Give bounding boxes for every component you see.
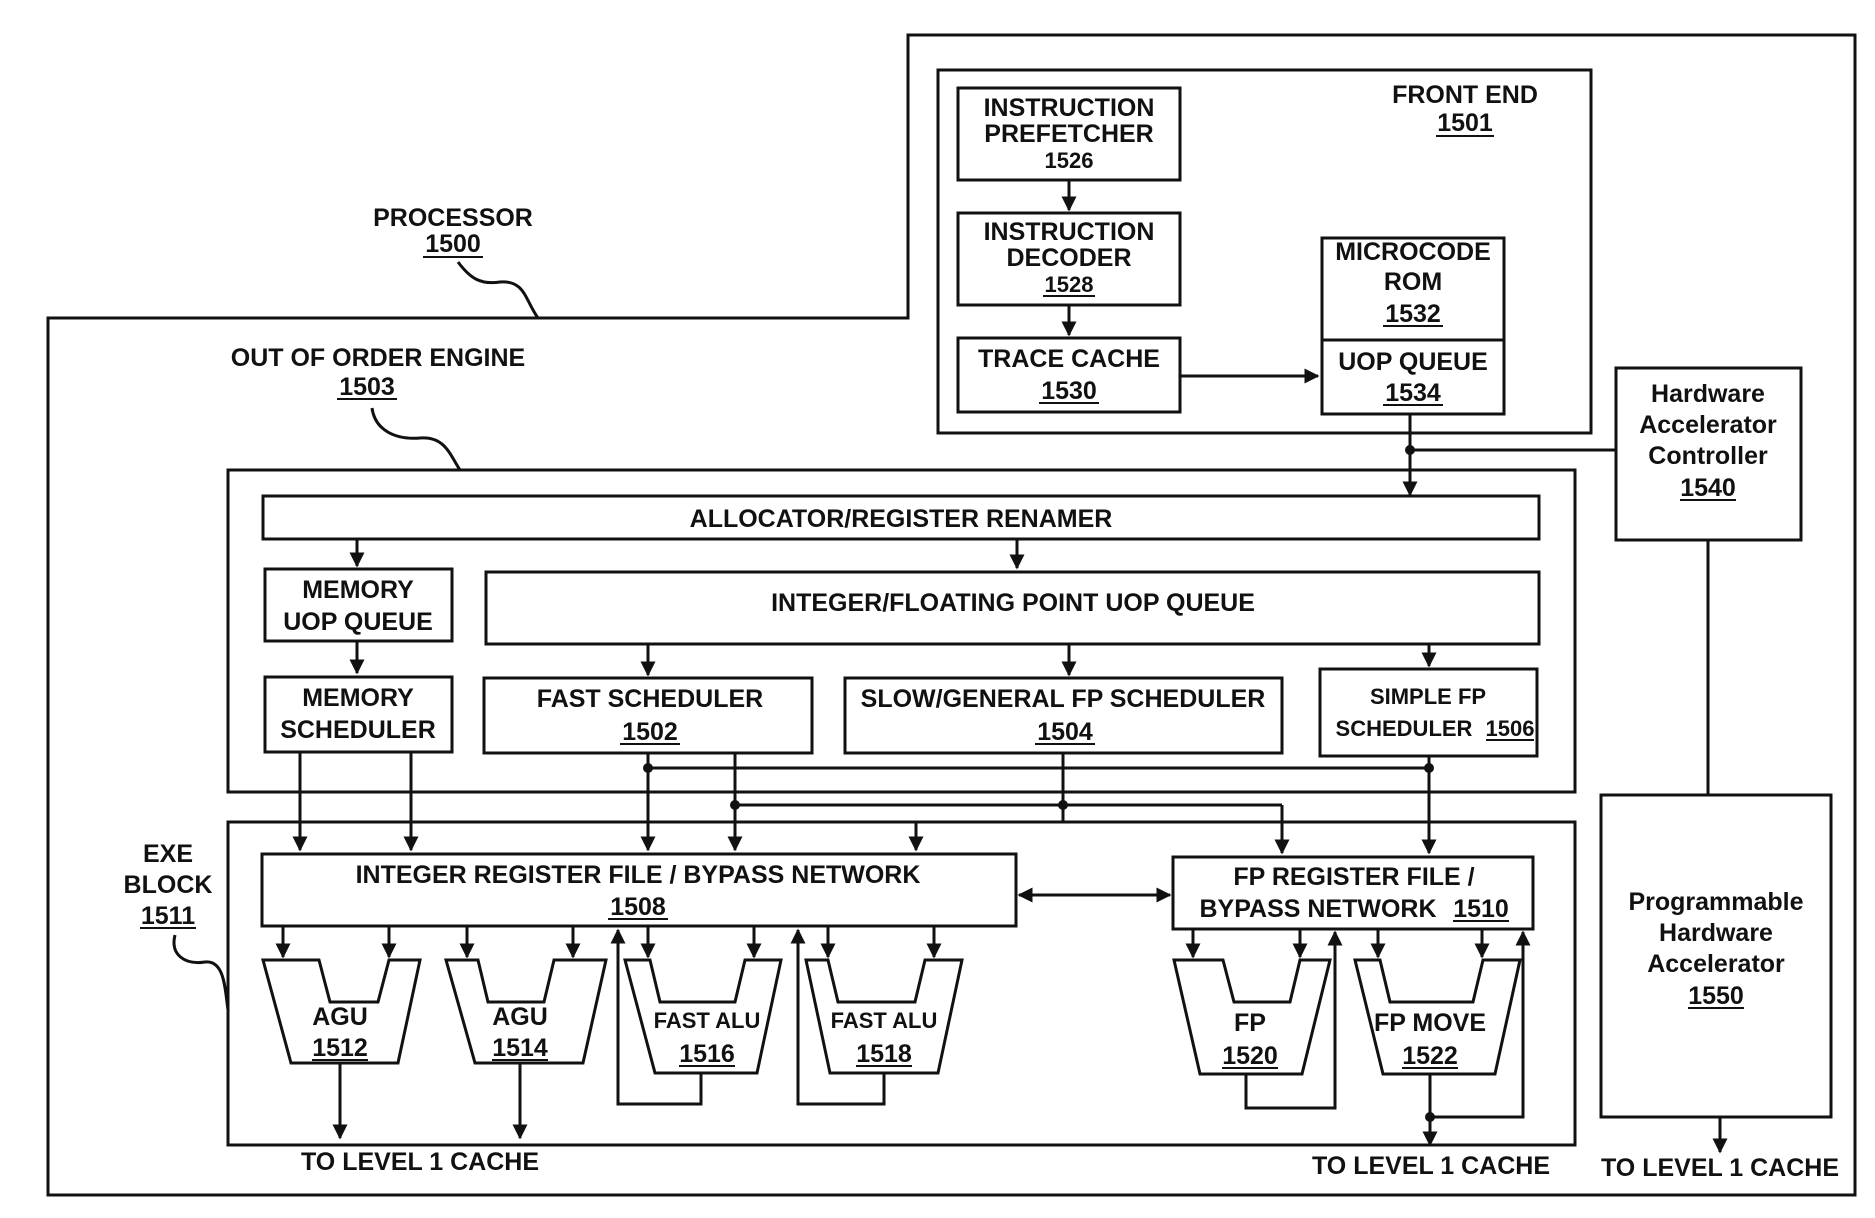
simple-fp-scheduler-box bbox=[1320, 669, 1537, 756]
exe-block-line2: BLOCK bbox=[124, 871, 213, 899]
memory-uop-queue-line1: MEMORY bbox=[302, 576, 414, 604]
to-level1-cache-label-2: TO LEVEL 1 CACHE bbox=[1312, 1152, 1550, 1180]
trace-cache-label: TRACE CACHE bbox=[978, 345, 1160, 373]
uop-queue-label: UOP QUEUE bbox=[1338, 348, 1488, 376]
memory-scheduler-line1: MEMORY bbox=[302, 684, 414, 712]
int-fp-uop-queue-label: INTEGER/FLOATING POINT UOP QUEUE bbox=[771, 589, 1255, 617]
trace-cache-ref: 1530 bbox=[1041, 377, 1097, 405]
programmable-hw-accel-line2: Hardware bbox=[1659, 919, 1773, 947]
microcode-rom-line2: ROM bbox=[1384, 268, 1442, 296]
front-end-label: FRONT END bbox=[1392, 81, 1538, 109]
allocator-label: ALLOCATOR/REGISTER RENAMER bbox=[690, 505, 1113, 533]
programmable-hw-accel-ref: 1550 bbox=[1688, 982, 1744, 1010]
instruction-decoder-line2: DECODER bbox=[1006, 244, 1131, 272]
unit-agu-1512: AGU 1512 bbox=[263, 960, 420, 1063]
simple-fp-scheduler-ref: 1506 bbox=[1486, 716, 1535, 741]
uop-queue-ref: 1534 bbox=[1385, 379, 1441, 407]
instruction-decoder-ref: 1528 bbox=[1045, 272, 1094, 297]
unit-agu-1514: AGU 1514 bbox=[446, 960, 606, 1063]
unit-fast-alu-1518: FAST ALU 1518 bbox=[806, 960, 962, 1073]
unit-ref: 1512 bbox=[312, 1034, 368, 1062]
memory-scheduler-line2: SCHEDULER bbox=[280, 716, 436, 744]
exe-block-ref: 1511 bbox=[141, 902, 195, 930]
unit-ref: 1516 bbox=[679, 1040, 735, 1068]
ooo-engine-ref: 1503 bbox=[339, 373, 395, 401]
instruction-prefetcher-ref: 1526 bbox=[1045, 148, 1094, 173]
unit-label: FP bbox=[1234, 1009, 1266, 1037]
unit-label: FAST ALU bbox=[654, 1008, 761, 1033]
fp-register-file-ref: 1510 bbox=[1453, 895, 1509, 923]
slow-fp-scheduler-label: SLOW/GENERAL FP SCHEDULER bbox=[861, 685, 1266, 713]
to-level1-cache-label-3: TO LEVEL 1 CACHE bbox=[1601, 1154, 1839, 1182]
processor-leader bbox=[458, 262, 538, 318]
hw-accel-controller-line2: Accelerator bbox=[1639, 411, 1777, 439]
unit-ref: 1518 bbox=[856, 1040, 912, 1068]
microcode-rom-line1: MICROCODE bbox=[1335, 238, 1491, 266]
exe-block-line1: EXE bbox=[143, 840, 193, 868]
hw-accel-controller-line3: Controller bbox=[1648, 442, 1768, 470]
ooo-engine-label: OUT OF ORDER ENGINE bbox=[231, 344, 525, 372]
fp-register-file-line1: FP REGISTER FILE / bbox=[1233, 863, 1474, 891]
unit-label: FAST ALU bbox=[831, 1008, 938, 1033]
fast-scheduler-label: FAST SCHEDULER bbox=[537, 685, 763, 713]
instruction-decoder-line1: INSTRUCTION bbox=[984, 218, 1155, 246]
processor-label: PROCESSOR bbox=[373, 204, 533, 232]
simple-fp-scheduler-line1: SIMPLE FP bbox=[1370, 684, 1486, 709]
hw-accel-controller-line1: Hardware bbox=[1651, 380, 1765, 408]
programmable-hw-accel-line3: Accelerator bbox=[1647, 950, 1785, 978]
hw-accel-controller-ref: 1540 bbox=[1680, 474, 1736, 502]
front-end-ref: 1501 bbox=[1437, 109, 1493, 137]
unit-ref: 1514 bbox=[492, 1034, 548, 1062]
simple-fp-scheduler-line2: SCHEDULER bbox=[1336, 716, 1473, 741]
unit-label: FP MOVE bbox=[1374, 1009, 1486, 1037]
to-level1-cache-label-1: TO LEVEL 1 CACHE bbox=[301, 1148, 539, 1176]
unit-ref: 1522 bbox=[1402, 1042, 1458, 1070]
unit-fp-1520: FP 1520 bbox=[1174, 960, 1330, 1074]
unit-fp-move-1522: FP MOVE 1522 bbox=[1355, 960, 1520, 1074]
programmable-hw-accel-line1: Programmable bbox=[1628, 888, 1803, 916]
unit-label: AGU bbox=[312, 1003, 368, 1031]
unit-ref: 1520 bbox=[1222, 1042, 1278, 1070]
microcode-rom-ref: 1532 bbox=[1385, 300, 1441, 328]
int-register-file-label: INTEGER REGISTER FILE / BYPASS NETWORK bbox=[356, 861, 921, 889]
memory-uop-queue-line2: UOP QUEUE bbox=[283, 608, 433, 636]
instruction-prefetcher-line1: INSTRUCTION bbox=[984, 94, 1155, 122]
fast-scheduler-ref: 1502 bbox=[622, 718, 678, 746]
int-register-file-ref: 1508 bbox=[610, 893, 666, 921]
processor-ref: 1500 bbox=[425, 230, 481, 258]
instruction-prefetcher-line2: PREFETCHER bbox=[984, 120, 1153, 148]
fp-register-file-line2: BYPASS NETWORK bbox=[1199, 895, 1436, 923]
slow-fp-scheduler-ref: 1504 bbox=[1037, 718, 1093, 746]
unit-fast-alu-1516: FAST ALU 1516 bbox=[625, 960, 781, 1073]
unit-label: AGU bbox=[492, 1003, 548, 1031]
